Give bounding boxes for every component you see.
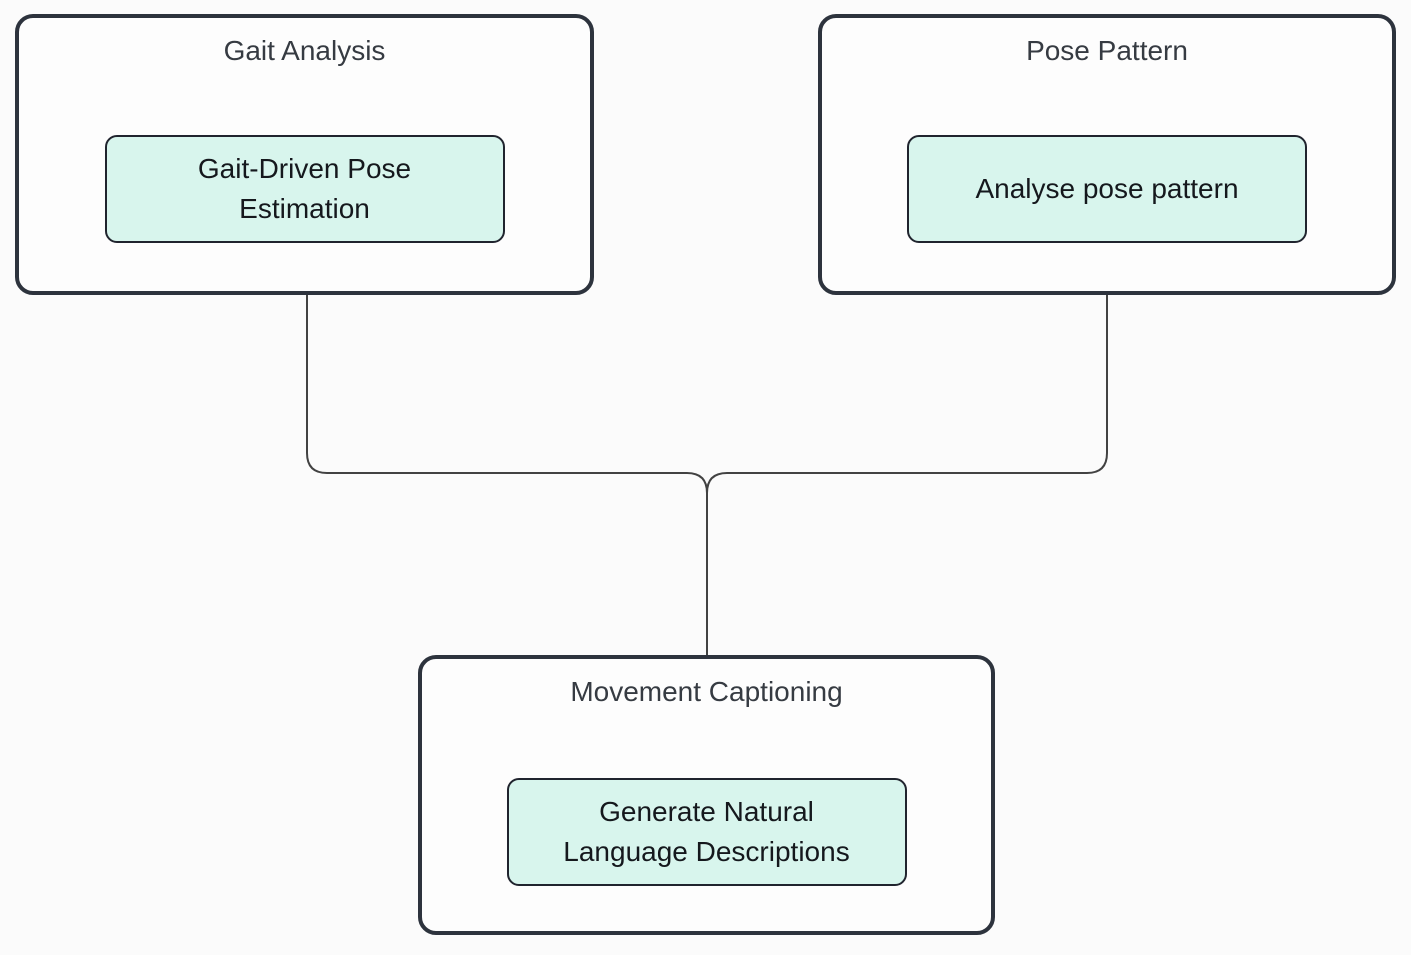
group-pose-pattern[interactable]: Pose Pattern Analyse pose pattern bbox=[818, 14, 1396, 295]
node-gait-driven-pose-estimation[interactable]: Gait-Driven Pose Estimation bbox=[104, 135, 505, 243]
group-title: Gait Analysis bbox=[223, 35, 386, 66]
group-title: Movement Captioning bbox=[570, 676, 843, 707]
node-generate-natural-language-descriptions[interactable]: Generate Natural Language Descriptions bbox=[506, 778, 907, 886]
node-label: Analyse pose pattern bbox=[975, 173, 1239, 204]
connector-pose-to-captioning bbox=[706, 295, 1108, 655]
node-label: Generate Natural Language Descriptions bbox=[563, 796, 850, 867]
group-movement-captioning[interactable]: Movement Captioning Generate Natural Lan… bbox=[418, 655, 995, 935]
node-label: Gait-Driven Pose Estimation bbox=[197, 153, 412, 224]
connector-gait-to-captioning bbox=[306, 295, 708, 655]
group-title: Pose Pattern bbox=[1026, 35, 1188, 66]
node-analyse-pose-pattern[interactable]: Analyse pose pattern bbox=[907, 135, 1307, 243]
group-gait-analysis[interactable]: Gait Analysis Gait-Driven Pose Estimatio… bbox=[15, 14, 594, 295]
